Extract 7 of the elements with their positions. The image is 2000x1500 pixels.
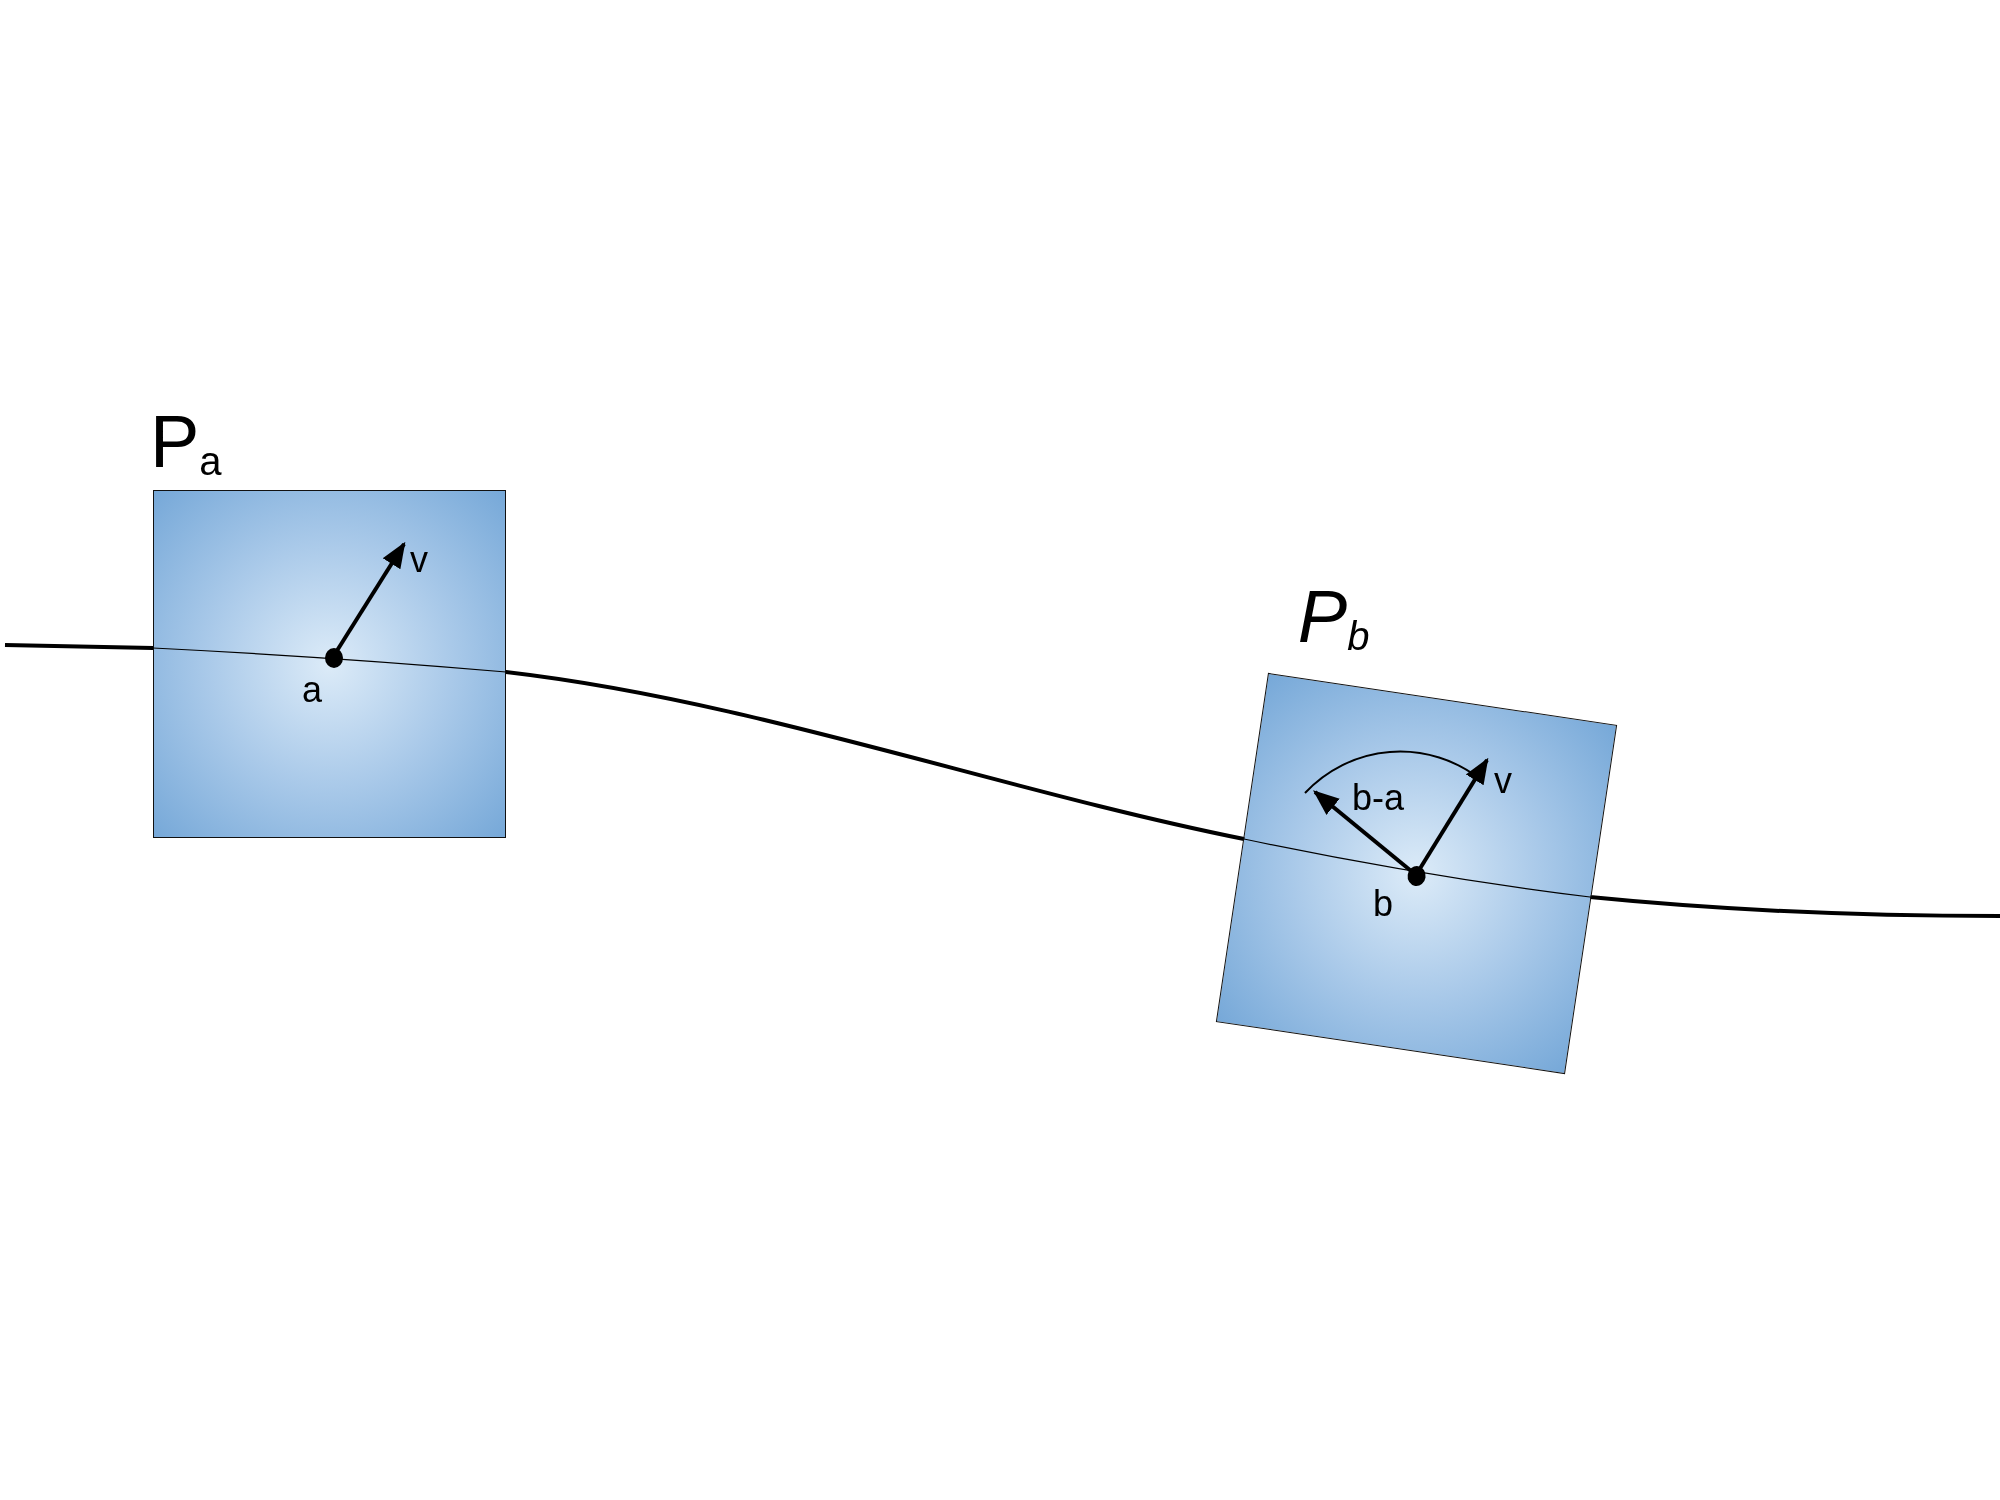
vector-label: v — [1494, 763, 1512, 799]
vector-label: v — [410, 542, 428, 578]
panel-heading: P$_{a}$ — [150, 405, 222, 481]
panel-heading: P$_{b}$ — [1297, 580, 1370, 657]
point-label: b — [1373, 886, 1394, 923]
vector-label: b-a — [1352, 780, 1405, 816]
point-label: a — [302, 672, 323, 708]
